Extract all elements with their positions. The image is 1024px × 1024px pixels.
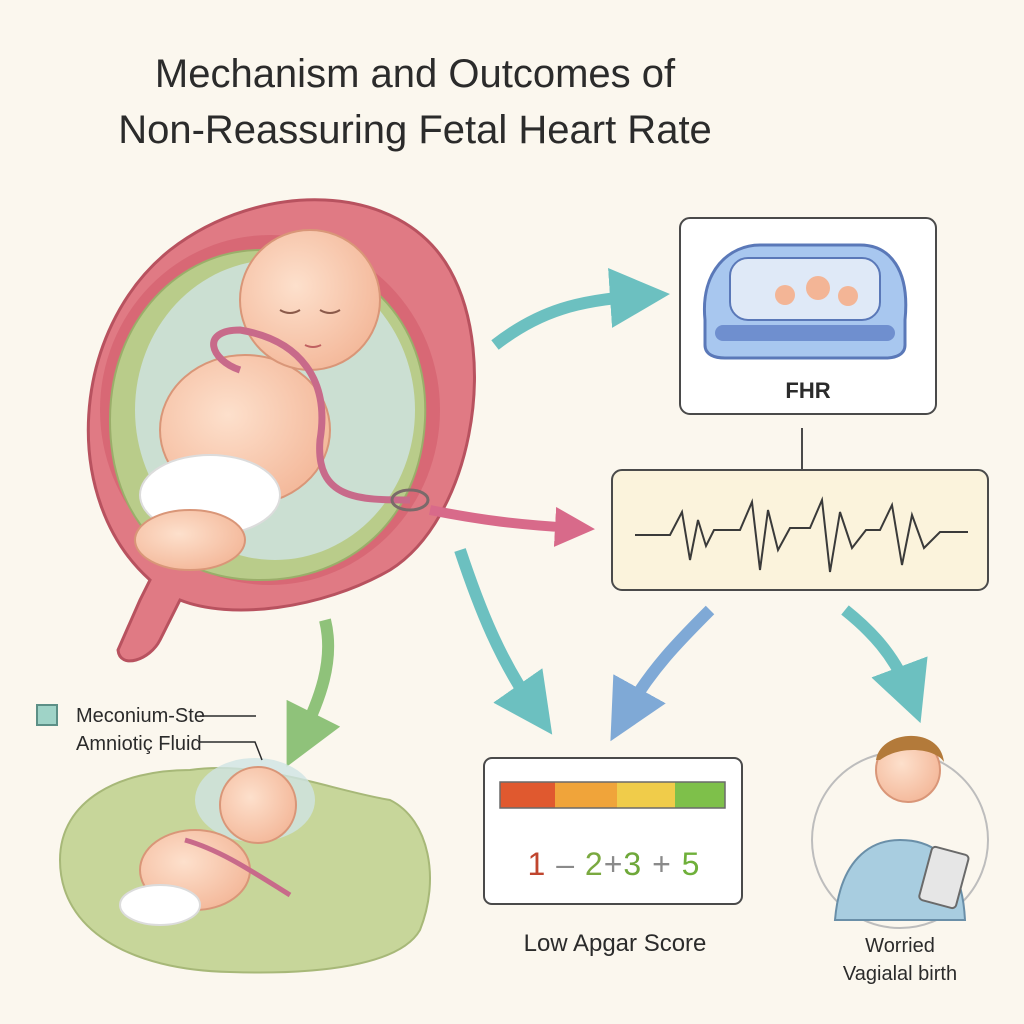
- arrow-to-apgar-left: [454, 548, 553, 735]
- apgar-num-2: 2: [584, 846, 604, 882]
- diagram-title: Mechanism and Outcomes of Non-Reassuring…: [0, 46, 830, 158]
- meconium-fetus-illustration: [58, 758, 431, 974]
- apgar-op-3: +: [652, 846, 672, 882]
- outcome-line-1: Worried: [865, 935, 935, 957]
- apgar-bar-segment-4: [675, 782, 725, 808]
- legend-leader-2: [200, 741, 263, 761]
- legend-line-1: Meconium-Ste: [76, 705, 205, 727]
- apgar-num-4: 5: [681, 846, 701, 882]
- apgar-bar-segment-2: [555, 782, 617, 808]
- arrow-to-fhr-trace: [429, 505, 595, 547]
- apgar-bar-segment-1: [500, 782, 555, 808]
- arrow-to-outcome: [841, 605, 928, 724]
- arrow-to-monitor: [491, 268, 670, 350]
- doctor-illustration: [811, 735, 989, 929]
- apgar-caption: Low Apgar Score: [523, 930, 707, 957]
- arrow-to-apgar-right: [610, 605, 715, 742]
- legend-swatch: [36, 704, 58, 726]
- apgar-scale-text: 1 – 2+3 + 5: [486, 846, 742, 883]
- apgar-box: [483, 757, 743, 905]
- fhr-trace-box: [611, 469, 989, 591]
- outcome-caption: Worried Vagialal birth: [800, 932, 1000, 988]
- meconium-legend-label: Meconium-Ste Amniotiç Fluid: [76, 702, 205, 758]
- fhr-monitor-box: [679, 217, 937, 415]
- monitor-label: FHR: [785, 378, 831, 403]
- apgar-num-3: 3: [623, 846, 643, 882]
- apgar-bar-segment-3: [617, 782, 675, 808]
- arrow-to-meconium-fetus: [286, 618, 341, 767]
- legend-line-2: Amniotiç Fluid: [76, 733, 202, 755]
- title-line-1: Mechanism and Outcomes of: [154, 52, 676, 96]
- apgar-op-2: +: [603, 846, 624, 882]
- apgar-op-1: –: [556, 846, 576, 882]
- title-line-2: Non-Reassuring Fetal Heart Rate: [118, 108, 712, 152]
- uterus-illustration: [86, 198, 476, 663]
- apgar-num-1: 1: [527, 846, 547, 882]
- outcome-line-2: Vagialal birth: [842, 963, 958, 985]
